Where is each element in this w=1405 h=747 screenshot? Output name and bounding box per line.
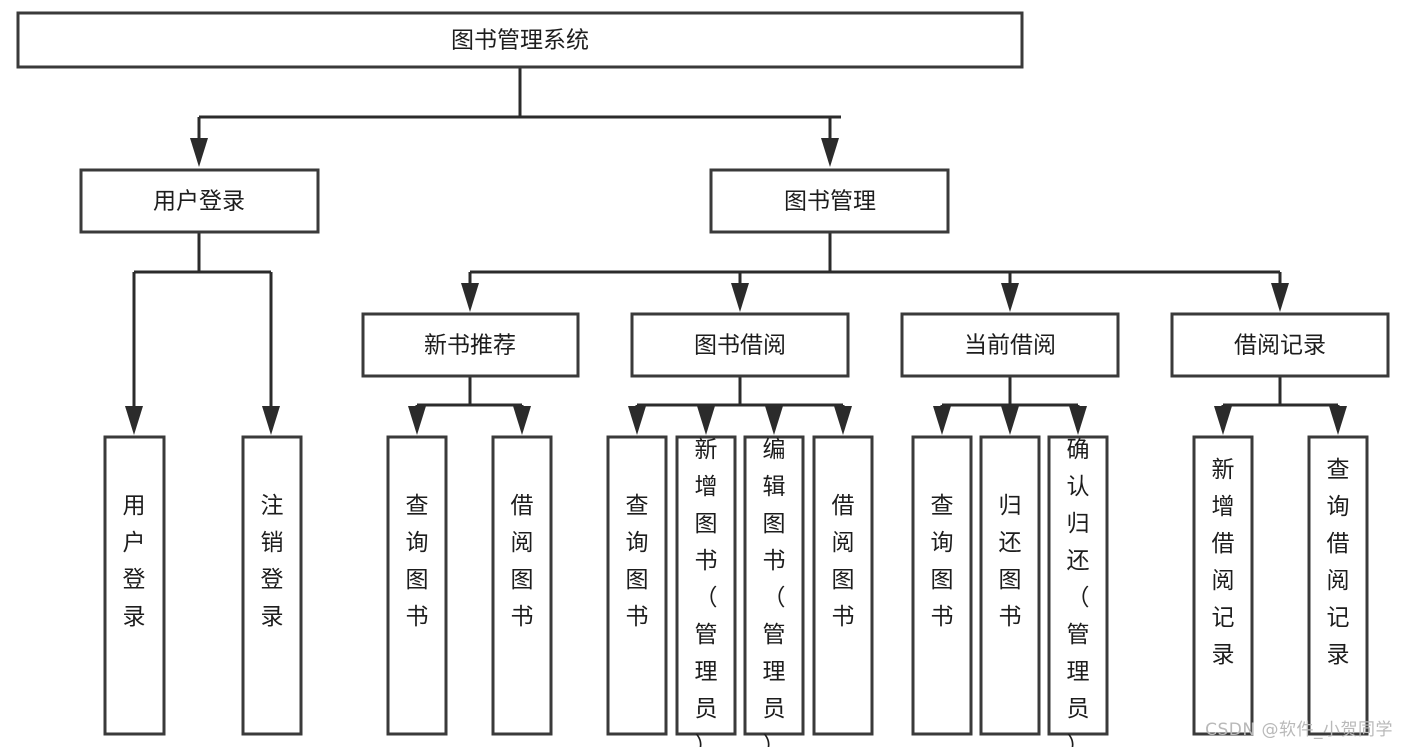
arrow-user-login: [190, 138, 208, 167]
leaf-return-book-box[interactable]: [979, 435, 1041, 736]
book-manage-label: 图书管理: [784, 189, 876, 215]
leaf-add-book-box[interactable]: [675, 435, 737, 736]
leaf-query-book-2-box[interactable]: [606, 435, 668, 736]
arrow-leaf-edit-book: [765, 406, 783, 435]
new-book-recommend-label: 新书推荐: [424, 333, 516, 359]
leaf-borrow-book-1-label: 借阅图书: [511, 493, 534, 630]
borrow-record-label: 借阅记录: [1234, 333, 1326, 359]
arrow-leaf-borrow-book-2: [834, 406, 852, 435]
node-leaf-confirm-return[interactable]: 确认归还（管理员）: [1047, 435, 1109, 747]
current-borrow-box[interactable]: [900, 312, 1120, 378]
leaf-confirm-return-box[interactable]: [1047, 435, 1109, 736]
leaf-query-book-1-label: 查询图书: [406, 493, 429, 630]
borrow-record-box[interactable]: [1170, 312, 1390, 378]
leaf-query-record-label: 查询借阅记录: [1327, 457, 1350, 668]
arrow-leaf-add-book: [697, 406, 715, 435]
leaf-edit-book-label: 编辑图书（管理员）: [763, 437, 786, 747]
arrow-leaf-query-book-2: [628, 406, 646, 435]
new-book-recommend-box[interactable]: [361, 312, 580, 378]
node-leaf-query-book-3[interactable]: 查询图书: [911, 435, 973, 736]
node-book-manage[interactable]: 图书管理: [709, 168, 950, 234]
leaf-confirm-return-label: 确认归还（管理员）: [1067, 437, 1090, 747]
arrow-borrow-record: [1271, 283, 1289, 312]
node-leaf-edit-book[interactable]: 编辑图书（管理员）: [743, 435, 805, 747]
leaf-query-book-3-box[interactable]: [911, 435, 973, 736]
current-borrow-label: 当前借阅: [964, 333, 1056, 359]
node-new-book-recommend[interactable]: 新书推荐: [361, 312, 580, 378]
node-leaf-return-book[interactable]: 归还图书: [979, 435, 1041, 736]
arrow-leaf-add-record: [1214, 406, 1232, 435]
book-manage-box[interactable]: [709, 168, 950, 234]
node-leaf-query-book-1[interactable]: 查询图书: [386, 435, 448, 736]
node-leaf-borrow-book-1[interactable]: 借阅图书: [491, 435, 553, 736]
arrow-current-borrow: [1001, 283, 1019, 312]
leaf-borrow-book-2-box[interactable]: [812, 435, 874, 736]
leaf-edit-book-box[interactable]: [743, 435, 805, 736]
arrow-leaf-user-login: [125, 406, 143, 435]
arrow-book-manage: [821, 138, 839, 167]
node-borrow-record[interactable]: 借阅记录: [1170, 312, 1390, 378]
node-leaf-borrow-book-2[interactable]: 借阅图书: [812, 435, 874, 736]
leaf-add-record-box[interactable]: [1192, 435, 1254, 736]
node-leaf-add-book[interactable]: 新增图书（管理员）: [675, 435, 737, 747]
leaf-add-book-label: 新增图书（管理员）: [695, 437, 718, 747]
leaf-borrow-book-1-box[interactable]: [491, 435, 553, 736]
leaf-add-record-label: 新增借阅记录: [1212, 457, 1235, 668]
leaf-borrow-book-2-label: 借阅图书: [832, 493, 855, 630]
root-label: 图书管理系统: [451, 28, 589, 54]
node-leaf-add-record[interactable]: 新增借阅记录: [1192, 435, 1254, 736]
leaf-user-login-label: 用户登录: [123, 493, 146, 630]
arrow-leaf-return-book: [1001, 406, 1019, 435]
leaf-query-book-1-box[interactable]: [386, 435, 448, 736]
leaf-query-record-box[interactable]: [1307, 435, 1369, 736]
book-borrow-label: 图书借阅: [694, 333, 786, 359]
arrow-new-book-recommend: [461, 283, 479, 312]
node-user-login[interactable]: 用户登录: [79, 168, 320, 234]
leaf-return-book-label: 归还图书: [999, 493, 1022, 630]
arrow-leaf-confirm-return: [1069, 406, 1087, 435]
arrow-leaf-logout: [262, 406, 280, 435]
node-leaf-query-record[interactable]: 查询借阅记录: [1307, 435, 1369, 736]
node-leaf-logout[interactable]: 注销登录: [241, 435, 303, 736]
user-login-box[interactable]: [79, 168, 320, 234]
leaf-query-book-2-label: 查询图书: [626, 493, 649, 630]
root-box[interactable]: [16, 11, 1024, 69]
arrow-leaf-query-record: [1329, 406, 1347, 435]
arrow-leaf-query-book-3: [933, 406, 951, 435]
leaf-logout-box[interactable]: [241, 435, 303, 736]
arrow-book-borrow: [731, 283, 749, 312]
leaf-logout-label: 注销登录: [261, 493, 284, 630]
leaf-user-login-box[interactable]: [103, 435, 166, 736]
node-leaf-query-book-2[interactable]: 查询图书: [606, 435, 668, 736]
user-login-label: 用户登录: [153, 189, 245, 215]
leaf-query-book-3-label: 查询图书: [931, 493, 954, 630]
node-root[interactable]: 图书管理系统: [16, 11, 1024, 69]
connector-layer: [125, 67, 1347, 435]
arrow-leaf-borrow-book-1: [513, 406, 531, 435]
node-book-borrow[interactable]: 图书借阅: [630, 312, 850, 378]
arrow-leaf-query-book-1: [408, 406, 426, 435]
book-borrow-box[interactable]: [630, 312, 850, 378]
node-current-borrow[interactable]: 当前借阅: [900, 312, 1120, 378]
node-leaf-user-login[interactable]: 用户登录: [103, 435, 166, 736]
